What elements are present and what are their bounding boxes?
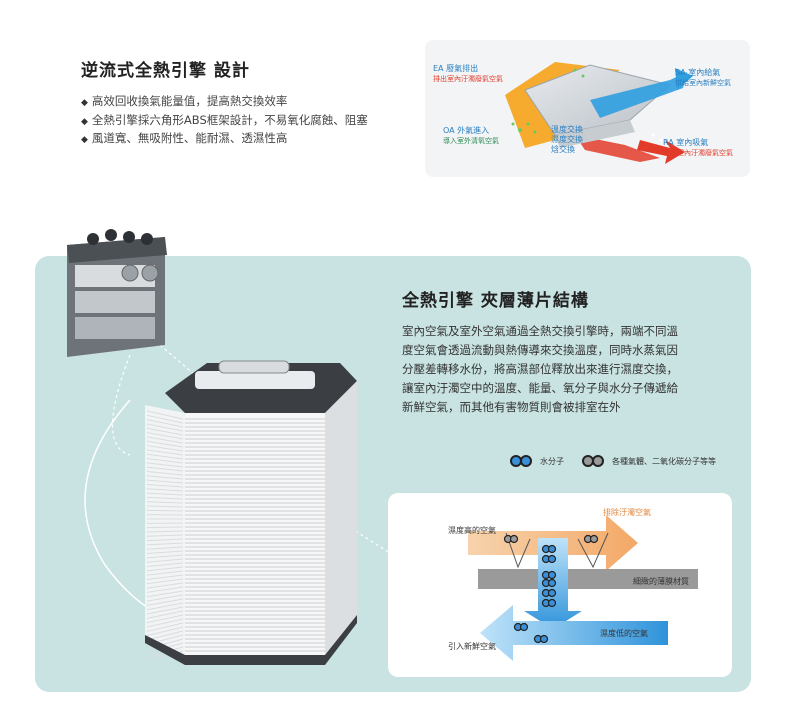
feature-item: ◆全熱引擎採六角形ABS框架設計，不易氧化腐蝕、阻塞 (81, 111, 368, 130)
membrane-flow-illustration (468, 515, 698, 661)
diamond-bullet-icon: ◆ (81, 135, 88, 145)
humid-air-label: 濕度高的空氣 (448, 526, 496, 535)
counterflow-diagram: EA 廢氣排出 排出室內汙濁廢氣空氣 SA 室內給氣 供給室內新鮮空氣 OA 外… (425, 40, 750, 177)
heat-exchanger-core-illustration (67, 229, 395, 665)
feature-item: ◆風道寬、無吸附性、能耐濕、透濕性高 (81, 129, 368, 148)
molecule-legend: 水分子 各種氣體、二氧化碳分子等等 (510, 455, 716, 467)
ea-label: EA 廢氣排出 排出室內汙濁廢氣空氣 (433, 64, 503, 83)
intake-label: 引入新鮮空氣 (448, 642, 496, 651)
panel-description: 室內空氣及室外空氣通過全熱交換引擎時，兩端不同溫 度空氣會透過流動與熱傳導來交換… (402, 324, 678, 414)
feature-text: 風道寬、無吸附性、能耐濕、透濕性高 (91, 131, 288, 145)
feature-item: ◆高效回收換氣能量值，提高熱交換效率 (81, 92, 368, 111)
exhaust-label: 排除汙濁空氣 (603, 508, 651, 517)
ra-label: RA 室內吸氣 吸出室內汙濁廢氣空氣 (663, 138, 733, 157)
oa-label: OA 外氣進入 導入室外清氧空氣 (443, 126, 499, 145)
exchange-types: 溫度交換 濕度交換 焓交換 (551, 125, 583, 154)
membrane-diagram: 濕度高的空氣 排除汙濁空氣 細緻的薄膜材質 濕度低的空氣 引入新鮮空氣 (388, 493, 732, 677)
dry-air-label: 濕度低的空氣 (600, 629, 648, 638)
gas-molecule-label: 各種氣體、二氧化碳分子等等 (612, 456, 716, 466)
feature-text: 全熱引擎採六角形ABS框架設計，不易氧化腐蝕、阻塞 (91, 112, 368, 127)
feature-text: 高效回收換氣能量值，提高熱交換效率 (91, 94, 288, 108)
water-molecule-icon (510, 455, 536, 467)
section-title: 逆流式全熱引擎 設計 (81, 61, 250, 81)
feature-list: ◆高效回收換氣能量值，提高熱交換效率 ◆全熱引擎採六角形ABS框架設計，不易氧化… (81, 92, 368, 148)
heat-exchanger-illustration (505, 62, 693, 164)
diamond-bullet-icon: ◆ (81, 98, 88, 108)
gas-molecule-icon (582, 455, 608, 467)
hexagonal-core-icon (145, 360, 357, 665)
membrane-label: 細緻的薄膜材質 (633, 577, 689, 586)
cutaway-unit-icon (67, 229, 167, 357)
diamond-bullet-icon: ◆ (81, 116, 88, 127)
water-molecule-label: 水分子 (540, 456, 564, 466)
sa-label: SA 室內給氣 供給室內新鮮空氣 (675, 68, 731, 87)
panel-title: 全熱引擎 夾層薄片結構 (402, 291, 589, 311)
